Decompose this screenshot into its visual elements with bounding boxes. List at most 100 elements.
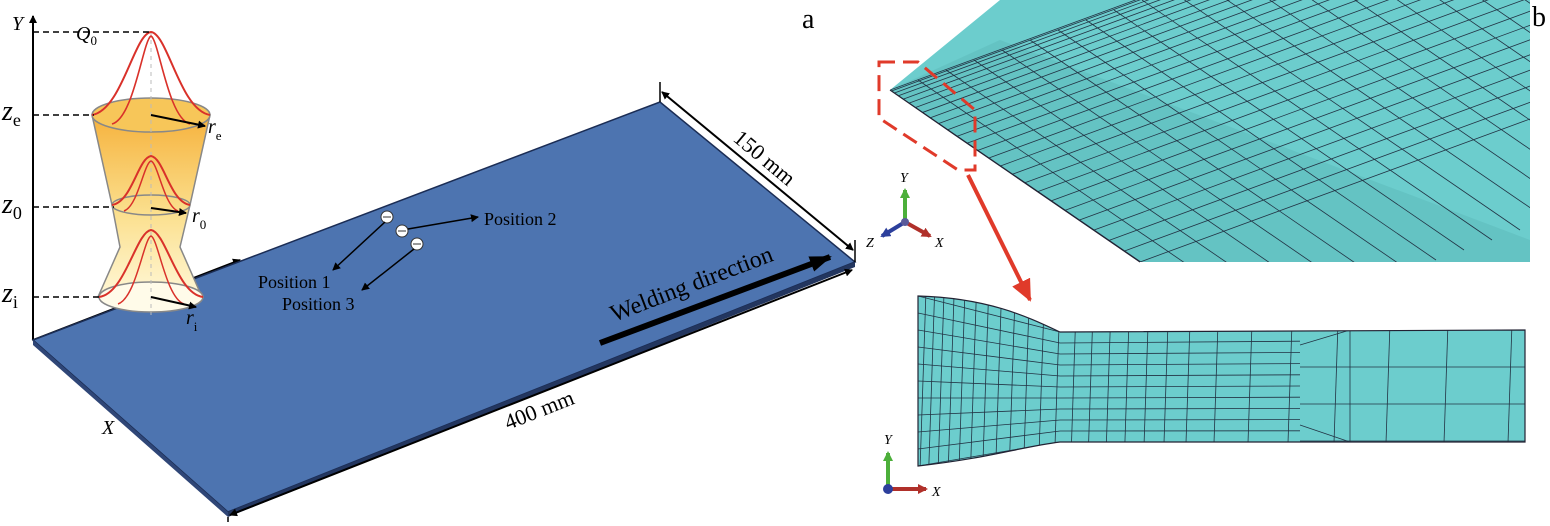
mesh-3d-long-line [894,0,1530,94]
mesh-3d-cross-line [973,59,1325,262]
gauss-curve-mid-back [123,160,179,212]
position-2-leader [407,214,479,230]
mesh-3d-cross-line [1253,0,1530,201]
mesh-3d-cross-line [1337,0,1530,171]
mesh-3d-cross-line [945,69,1297,262]
mesh-3d-lines [890,0,1530,262]
mesh-3d-cross-line [1281,0,1530,191]
mesh-section-row-line [918,346,1061,366]
mesh-section-col-line [958,296,966,466]
mesh-3d-long-line [890,0,1530,91]
q0-label: Q0 [76,23,97,48]
dim-width-line [661,91,854,251]
gauss-curve-mid [111,154,191,206]
dim-length-line [229,268,853,517]
mesh-3d-long-line [898,0,1530,97]
mesh-section-row-line [1059,374,1301,377]
z0-label: z0 [1,189,22,223]
mesh-3d-long-line [915,0,1530,108]
position-3-leader [361,248,415,291]
triad-3d-x-label: X [934,236,944,251]
mesh-3d-cross-line [1057,29,1409,262]
mesh-3d-cross-line [1225,0,1530,211]
mesh-3d-long-line [1124,0,1530,252]
mesh-3d-long-line [1012,0,1530,175]
mesh-section-row-line [1059,340,1301,344]
mesh-3d-long-line [922,0,1530,113]
mesh-3d-long-line [967,0,1530,144]
re-label: re [208,116,222,143]
mesh-3d-cross-line [1141,0,1493,241]
mesh-3d-long-line [1064,0,1530,211]
mesh-section-col-line [995,296,1002,466]
mesh-section-col-line [1299,329,1351,346]
welding-direction-arrow [598,254,832,346]
mesh-section-col-line [982,296,990,466]
mesh-section-col-line [1299,424,1351,443]
mesh-3d-cross-line [1197,0,1530,221]
triad-2d: Y X [883,433,941,500]
mesh-section-row-line [1059,352,1301,355]
y-axis-label: Y [12,13,25,35]
mesh-3d-long-line [1024,0,1530,184]
mesh-3d-cross-line [1029,39,1381,262]
triad-3d-z-label: Z [866,236,874,251]
triad-3d-y-label: Y [900,171,910,186]
mesh-3d-long-line [930,0,1530,119]
radius-arrow-0 [150,207,187,216]
panel-a-label: a [802,4,815,35]
mesh-3d-view [890,0,1530,262]
mesh-section-row-line [918,419,1061,433]
mesh-3d-long-line [1079,0,1530,221]
detail-highlight-box [877,60,977,172]
panel-b-label: b [1532,2,1546,33]
mesh-3d-long-line [947,0,1530,131]
mesh-3d-long-line [957,0,1530,137]
mesh-3d-cross-line [1001,49,1353,262]
position-2-label: Position 2 [484,209,557,229]
r0-label: r0 [192,205,206,232]
position-1-leader [332,221,386,271]
mesh-section-view [918,296,1525,466]
mesh-3d-long-line [1037,0,1530,193]
triad-3d: Y X Z [866,171,944,251]
gauss-curve-top-back [111,35,191,125]
heat-source-model [91,30,211,315]
mesh-3d-cross-line [1113,9,1465,251]
mesh-3d-long-line [1108,0,1530,241]
mesh-section-col-line [1023,296,1030,466]
triad-2d-x-label: X [931,485,941,500]
panel-a: a Y Z X 150 mm 400 mm Welding direction [1,4,857,522]
plate-side-edge [33,340,228,517]
mesh-3d-cross-line [1169,0,1521,231]
position-1-label: Position 1 [258,272,331,292]
mesh-section-row-line [1059,396,1301,399]
mesh-section-col-line [970,296,977,466]
ze-label: ze [1,96,21,130]
mesh-section-row-line [918,380,1061,388]
mesh-section-fill [918,296,1525,466]
triad-3d-z-arrow [880,220,907,238]
mesh-section-row-line [1059,363,1301,366]
mesh-section-row-line [918,312,1061,344]
mesh-3d-cross-line [1309,0,1530,181]
ri-label: ri [186,307,198,334]
mesh-section-row-line [918,329,1061,355]
mesh-section-col-line [947,296,955,466]
mesh-section-col-line [937,296,945,466]
x-axis-label: X [101,417,115,439]
mesh-section-row-line [918,430,1061,450]
radius-arrow-e [150,114,206,129]
mesh-3d-long-line [891,0,1530,92]
gauss-curve-bottom-back [117,235,185,305]
triad-2d-y-label: Y [884,433,894,448]
mesh-3d-long-line [1051,0,1530,202]
mesh-3d-long-line [988,0,1530,159]
mesh-3d-long-line [938,0,1530,124]
mesh-section-col-line [928,296,936,466]
mesh-3d-edge [889,89,1141,263]
mesh-3d-long-line [977,0,1530,151]
detail-zoom-arrow [966,174,1032,302]
mesh-3d-cross-line [1085,19,1437,261]
